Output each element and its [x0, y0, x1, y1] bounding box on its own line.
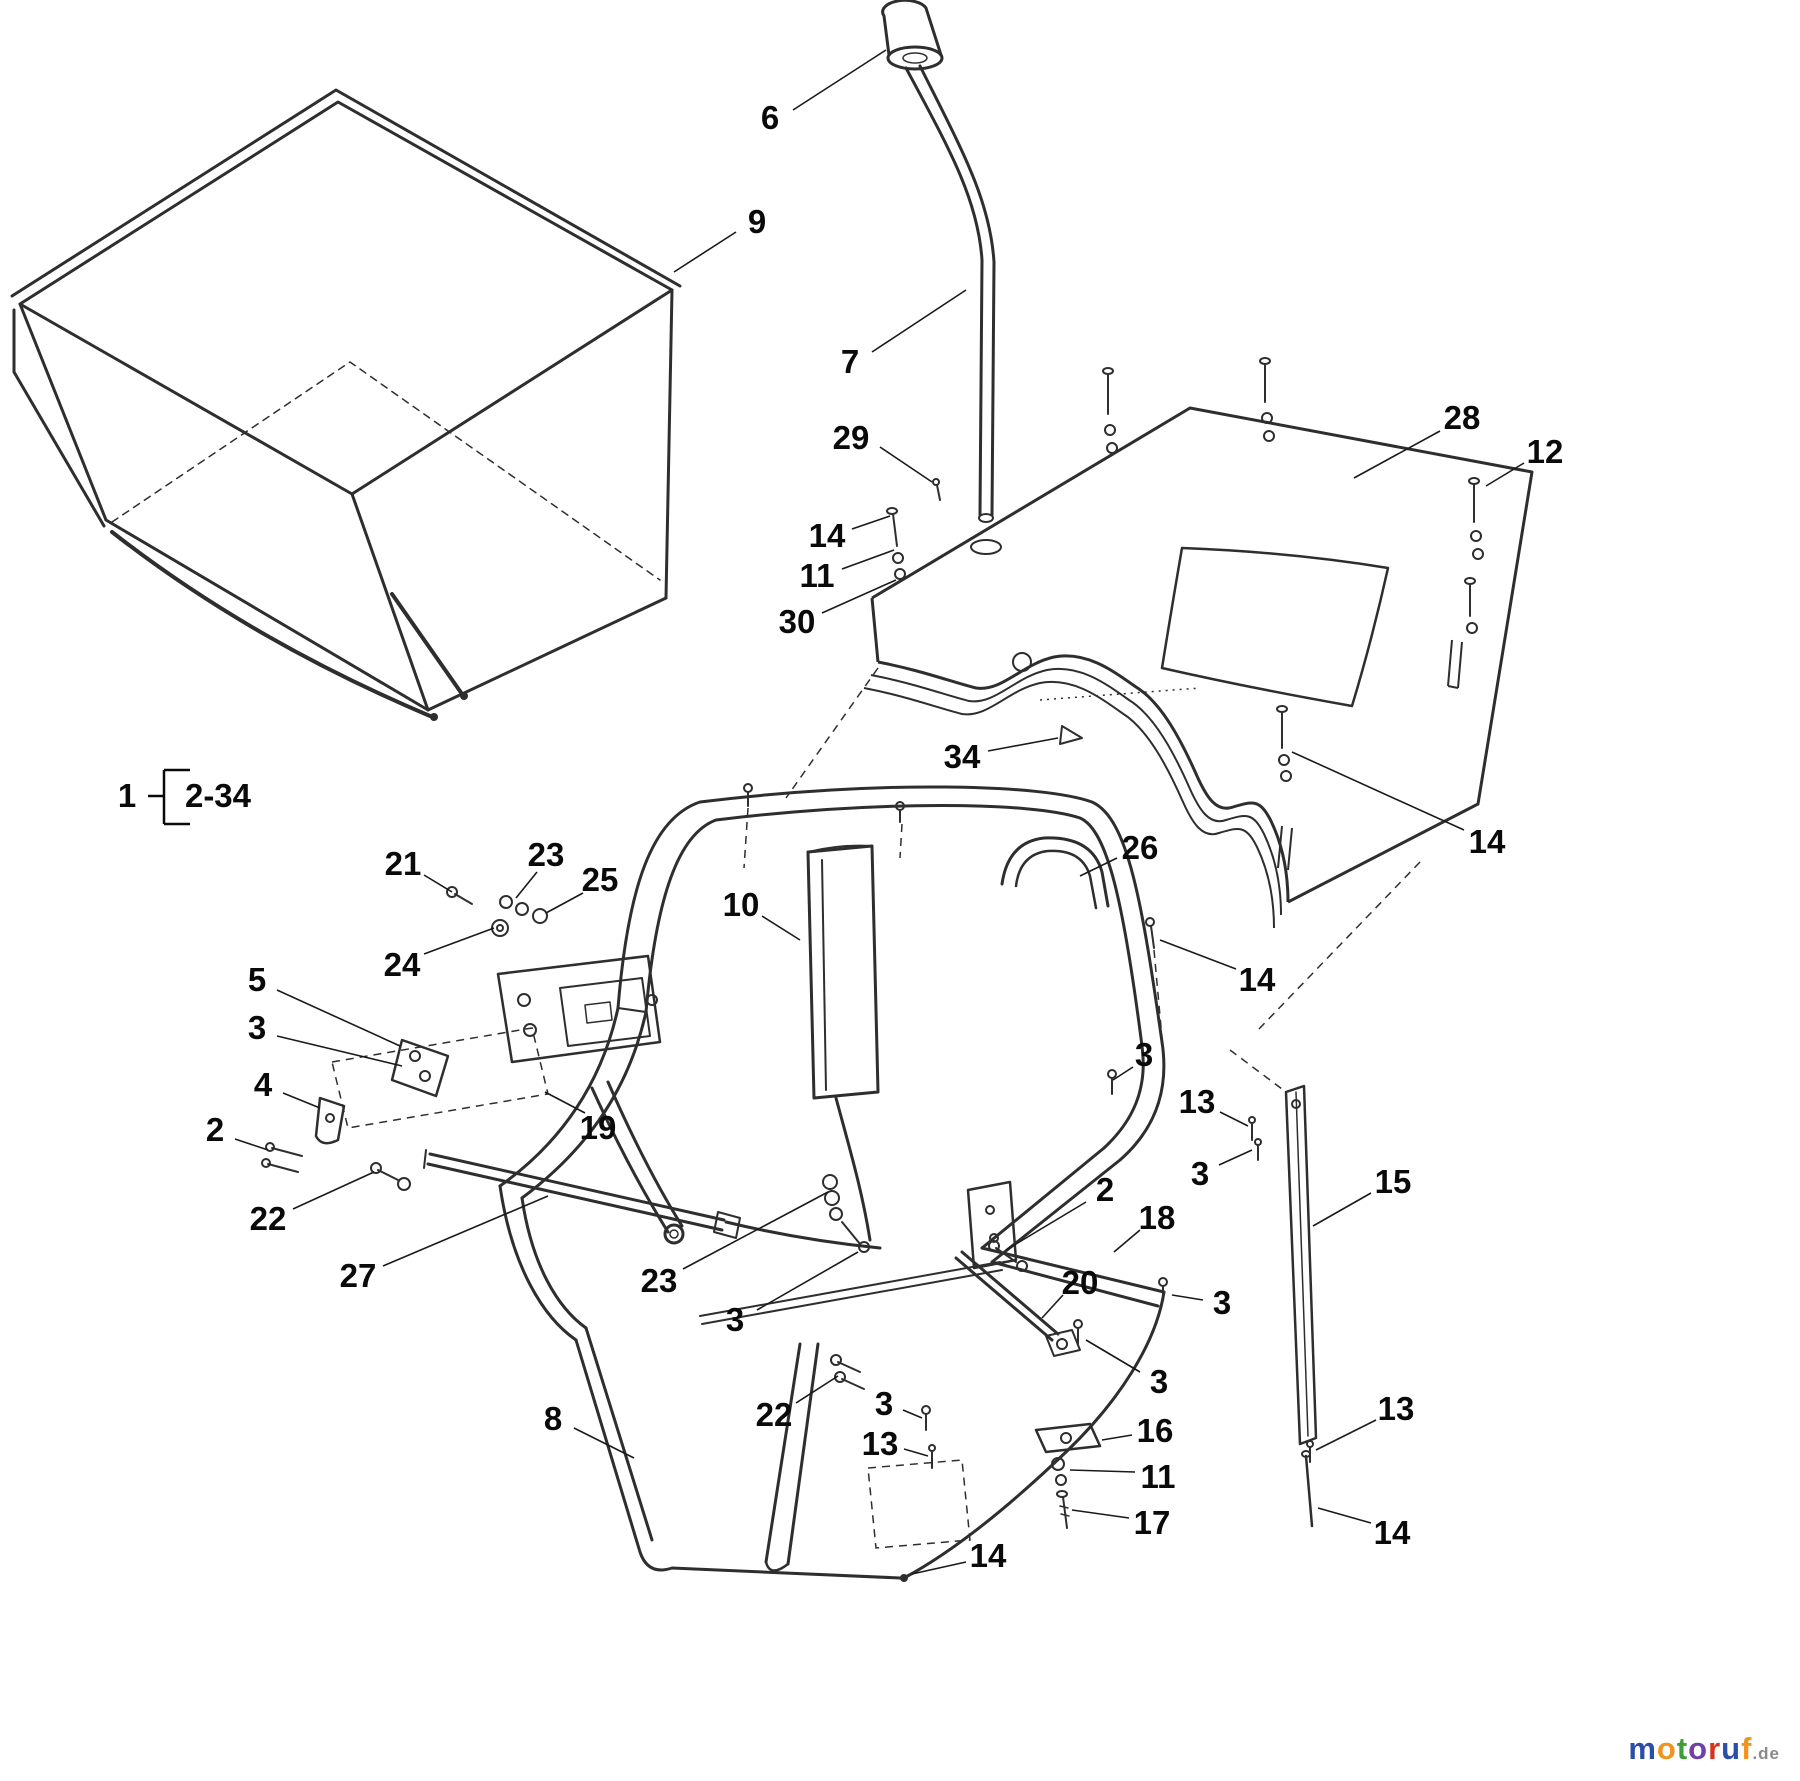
- part-label-3: 3: [725, 1301, 745, 1338]
- logo-suffix: .de: [1752, 1744, 1780, 1763]
- part-label-11: 11: [1140, 1458, 1176, 1495]
- part-label-15: 15: [1374, 1163, 1412, 1200]
- part-label-2: 2: [205, 1111, 225, 1148]
- logo-letter: u: [1721, 1731, 1742, 1766]
- part-label-14: 14: [969, 1537, 1007, 1574]
- part-label-25: 25: [581, 861, 619, 898]
- logo-letter: f: [1741, 1731, 1753, 1766]
- part-label-29: 29: [832, 419, 870, 456]
- part-label-12: 12: [1526, 433, 1564, 470]
- logo-letter: m: [1628, 1731, 1657, 1766]
- part-label-3: 3: [1149, 1363, 1169, 1400]
- leader-lines: [234, 49, 1525, 1575]
- part-label-18: 18: [1138, 1199, 1176, 1236]
- part-label-3: 3: [874, 1385, 894, 1422]
- part-label-14: 14: [1468, 823, 1506, 860]
- part-label-3: 3: [1212, 1284, 1232, 1321]
- logo-letter: r: [1708, 1731, 1722, 1766]
- bag-frame-drawing: [314, 785, 1318, 1582]
- part-label-13: 13: [1178, 1083, 1216, 1120]
- logo-letter: o: [1656, 1731, 1677, 1766]
- part-label-17: 17: [1133, 1504, 1171, 1541]
- part-label-21: 21: [384, 845, 422, 882]
- logo-letter: o: [1688, 1731, 1709, 1766]
- part-label-13: 13: [861, 1425, 899, 1462]
- part-label-7: 7: [840, 343, 860, 380]
- part-label-24: 24: [383, 946, 421, 983]
- part-label-13: 13: [1377, 1390, 1415, 1427]
- part-label-1: 1: [117, 777, 137, 814]
- part-label-19: 19: [579, 1109, 617, 1146]
- part-label-27: 27: [339, 1257, 377, 1294]
- logo-letter: t: [1676, 1731, 1689, 1766]
- part-label-4: 4: [253, 1066, 273, 1103]
- part-label-5: 5: [247, 961, 267, 998]
- part-label-11: 11: [799, 557, 835, 594]
- part-label-14: 14: [1238, 961, 1276, 998]
- part-label-2: 2: [1095, 1171, 1115, 1208]
- part-label-28: 28: [1443, 399, 1481, 436]
- part-label-34: 34: [943, 738, 981, 775]
- part-label-26: 26: [1121, 829, 1159, 866]
- part-label-9: 9: [747, 203, 767, 240]
- part-label-8: 8: [543, 1400, 563, 1437]
- cover-drawing: [863, 406, 1534, 929]
- part-label-23: 23: [640, 1262, 678, 1299]
- part-label-30: 30: [778, 603, 816, 640]
- part-label-6: 6: [760, 99, 780, 136]
- part-label-22: 22: [249, 1200, 287, 1237]
- part-label-3: 3: [247, 1009, 267, 1046]
- part-label-14: 14: [1373, 1514, 1411, 1551]
- part-label-16: 16: [1136, 1412, 1174, 1449]
- part-label-2-34: 2-34: [184, 777, 252, 814]
- grass-bag-drawing: [10, 88, 682, 721]
- part-label-14: 14: [808, 517, 846, 554]
- part-label-3: 3: [1134, 1036, 1154, 1073]
- legend-bracket: [148, 768, 190, 826]
- part-label-20: 20: [1061, 1264, 1099, 1301]
- part-label-23: 23: [527, 836, 565, 873]
- part-label-3: 3: [1190, 1155, 1210, 1192]
- motoruf-logo[interactable]: motoruf.de: [1628, 1731, 1780, 1767]
- part-label-22: 22: [755, 1396, 793, 1433]
- part-label-10: 10: [722, 886, 760, 923]
- handle-drawing: [881, 0, 996, 523]
- hardware-drawing: [261, 357, 1484, 1529]
